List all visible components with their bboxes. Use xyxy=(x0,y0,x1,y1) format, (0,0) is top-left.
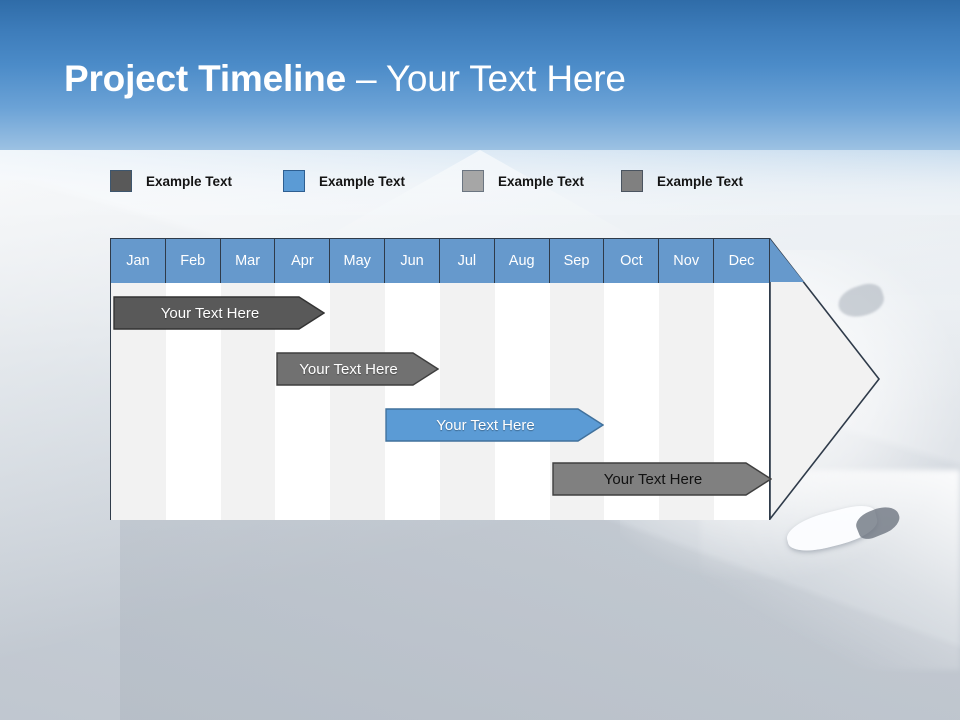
month-header-jun[interactable]: Jun xyxy=(385,239,440,283)
legend-label: Example Text xyxy=(498,173,585,189)
title-strong: Project Timeline xyxy=(64,58,346,99)
grid-column-may xyxy=(330,283,386,520)
month-header-may[interactable]: May xyxy=(330,239,386,283)
task-bar-arrow-shape xyxy=(276,352,439,386)
legend-label: Example Text xyxy=(319,173,406,189)
task-bar-arrow-shape xyxy=(552,462,772,496)
legend-item-2[interactable]: Example Text xyxy=(283,168,405,194)
legend-label: Example Text xyxy=(657,173,744,189)
task-bar-3[interactable]: Your Text Here xyxy=(385,408,604,442)
legend-swatch-icon xyxy=(283,170,305,192)
task-bar-arrow-shape xyxy=(385,408,604,442)
month-header-jan[interactable]: Jan xyxy=(111,239,166,283)
task-bar-4[interactable]: Your Text Here xyxy=(552,462,772,496)
grid-column-jul xyxy=(439,283,495,520)
legend-swatch-icon xyxy=(462,170,484,192)
month-header-oct[interactable]: Oct xyxy=(604,239,660,283)
grid-column-aug xyxy=(494,283,550,520)
task-bar-label: Your Text Here xyxy=(299,360,398,378)
month-header-nov[interactable]: Nov xyxy=(659,239,715,283)
task-bar-label: Your Text Here xyxy=(436,416,535,434)
legend: Example Text Example Text Example Text Exam… xyxy=(110,168,810,194)
title-light: Your Text Here xyxy=(385,58,626,99)
task-bar-label: Your Text Here xyxy=(603,470,703,488)
month-header-sep[interactable]: Sep xyxy=(549,239,605,283)
month-header-apr[interactable]: Apr xyxy=(275,239,331,283)
month-header-mar[interactable]: Mar xyxy=(220,239,276,283)
task-bar-1[interactable]: Your Text Here xyxy=(113,296,325,330)
task-bar-2[interactable]: Your Text Here xyxy=(276,352,439,386)
legend-swatch-icon xyxy=(110,170,132,192)
grid-column-jun xyxy=(385,283,440,520)
month-header-jul[interactable]: Jul xyxy=(439,239,495,283)
month-header-dec[interactable]: Dec xyxy=(714,239,769,283)
title-separator: – xyxy=(345,58,386,99)
timeline-arrowhead xyxy=(769,238,880,520)
legend-swatch-icon xyxy=(621,170,643,192)
legend-item-1[interactable]: Example Text xyxy=(110,168,232,194)
task-bar-label: Your Text Here xyxy=(160,304,260,322)
month-header-feb[interactable]: Feb xyxy=(165,239,221,283)
page-title: Project Timeline – Your Text Here xyxy=(64,58,626,100)
month-header-aug[interactable]: Aug xyxy=(494,239,550,283)
legend-item-3[interactable]: Example Text xyxy=(462,168,584,194)
legend-label: Example Text xyxy=(146,173,233,189)
task-bar-arrow-shape xyxy=(113,296,325,330)
legend-item-4[interactable]: Example Text xyxy=(621,168,743,194)
